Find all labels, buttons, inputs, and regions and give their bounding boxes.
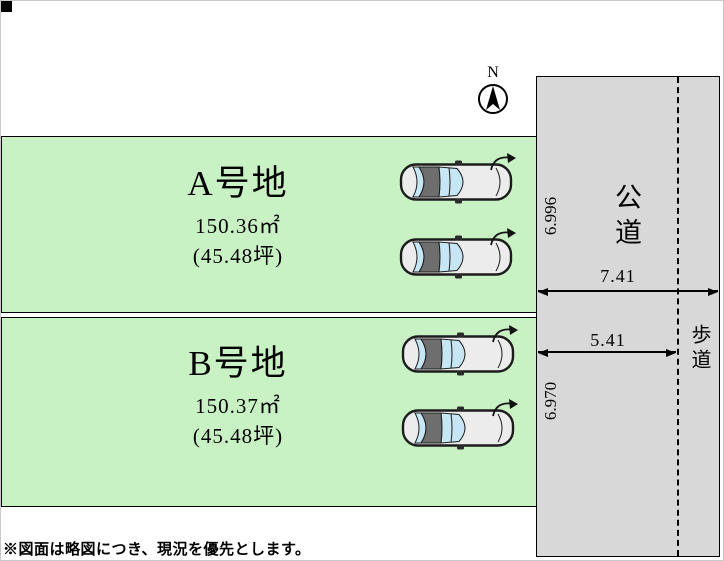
- plot-a-area-m2: 150.36㎡: [195, 214, 281, 239]
- car-icon: [401, 406, 515, 450]
- plot-a-label: A号地 150.36㎡ (45.48坪): [123, 164, 353, 270]
- road-width-arrow: [538, 349, 676, 357]
- road-total-width-arrow: [538, 288, 718, 296]
- car-icon: [399, 160, 513, 204]
- turn-arrow-icon: [492, 325, 518, 343]
- sidewalk-label: 歩道: [688, 324, 710, 374]
- car-icon: [401, 332, 515, 376]
- frontage-dimension-b: 6.970: [541, 381, 560, 421]
- road-width-value: 5.41: [590, 330, 626, 350]
- plot-b-label: B号地 150.37㎡ (45.48坪): [123, 344, 353, 450]
- plot-a-name: A号地: [187, 164, 289, 203]
- footnote: ※図面は略図につき、現況を優先とします。: [3, 541, 311, 558]
- north-compass: N: [473, 65, 513, 122]
- public-road-label: 公道: [611, 183, 641, 253]
- plot-a-area-tsubo: (45.48坪): [192, 244, 284, 269]
- sidewalk-divider-dashed-line: [677, 77, 679, 556]
- north-label: N: [487, 64, 499, 81]
- public-road-area: [536, 76, 720, 557]
- plot-b-area-tsubo: (45.48坪): [192, 424, 284, 449]
- corner-mark: [1, 1, 12, 12]
- turn-arrow-icon: [490, 228, 516, 246]
- turn-arrow-icon: [492, 399, 518, 417]
- turn-arrow-icon: [490, 153, 516, 171]
- plot-b-area-m2: 150.37㎡: [195, 394, 281, 419]
- north-compass-icon: [478, 84, 508, 114]
- frontage-dimension-a: 6.996: [541, 196, 560, 236]
- road-total-width-value: 7.41: [600, 266, 636, 286]
- car-icon: [399, 235, 513, 279]
- plot-b-name: B号地: [188, 344, 288, 383]
